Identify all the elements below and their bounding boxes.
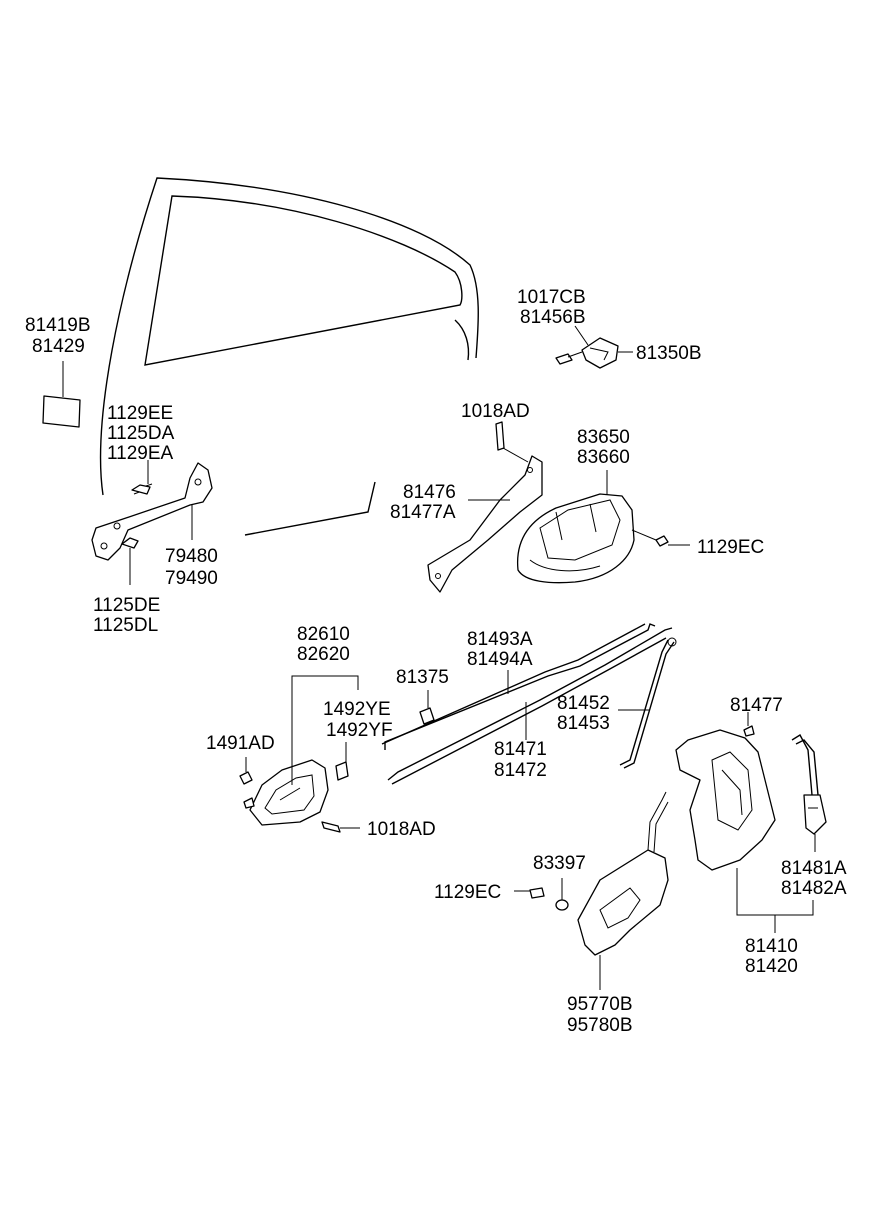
label-1017CB: 1017CB [517,287,586,308]
door-latch [675,712,814,933]
label-83650: 83650 [577,427,630,448]
label-83397: 83397 [533,853,586,874]
label-83660: 83660 [577,447,630,468]
label-plate [42,361,81,428]
label-1018AD-top: 1018AD [461,401,530,422]
label-81476: 81476 [403,482,456,503]
inside-handle [239,675,360,833]
label-81472: 81472 [494,760,547,781]
label-1018AD-bottom: 1018AD [367,819,436,840]
label-1129EA: 1129EA [107,443,174,464]
label-81493A: 81493A [467,629,533,650]
label-81481A: 81481A [781,858,847,879]
label-81456B: 81456B [520,307,586,328]
label-1129EC-top: 1129EC [697,537,764,558]
short-rod [618,637,677,769]
label-81477A: 81477A [390,502,456,523]
label-81420: 81420 [745,956,798,977]
label-81429: 81429 [32,336,85,357]
label-95770B: 95770B [567,994,633,1015]
label-81477: 81477 [730,695,783,716]
label-82610: 82610 [297,624,350,645]
connecting-rods [381,623,673,785]
label-81452: 81452 [557,693,610,714]
label-1492YE: 1492YE [323,699,391,720]
label-1129EE: 1129EE [107,403,173,424]
label-1125DE: 1125DE [93,595,160,616]
handle-bracket [427,421,543,593]
label-81350B: 81350B [636,343,702,364]
label-1125DA: 1125DA [107,423,175,444]
striker [555,325,633,369]
door-frame [99,177,479,536]
label-81419B: 81419B [25,315,91,336]
lock-actuator [514,791,669,990]
rod-clip [419,690,435,725]
label-1125DL: 1125DL [93,615,158,636]
label-1129EC-bottom: 1129EC [434,882,501,903]
latch-rod [791,734,827,852]
label-81482A: 81482A [781,878,847,899]
label-81410: 81410 [745,936,798,957]
label-81471: 81471 [494,739,547,760]
label-81375: 81375 [396,667,449,688]
door-checker [91,460,213,585]
part-labels: 81419B 81429 1129EE 1125DA 1129EA 79480 … [25,287,847,1036]
label-79490: 79490 [165,568,218,589]
label-79480: 79480 [165,546,218,567]
outside-handle [516,470,690,584]
label-1491AD: 1491AD [206,733,275,754]
label-95780B: 95780B [567,1015,633,1036]
label-81453: 81453 [557,713,610,734]
label-1492YF: 1492YF [326,720,393,741]
label-81494A: 81494A [467,649,533,670]
label-82620: 82620 [297,644,350,665]
